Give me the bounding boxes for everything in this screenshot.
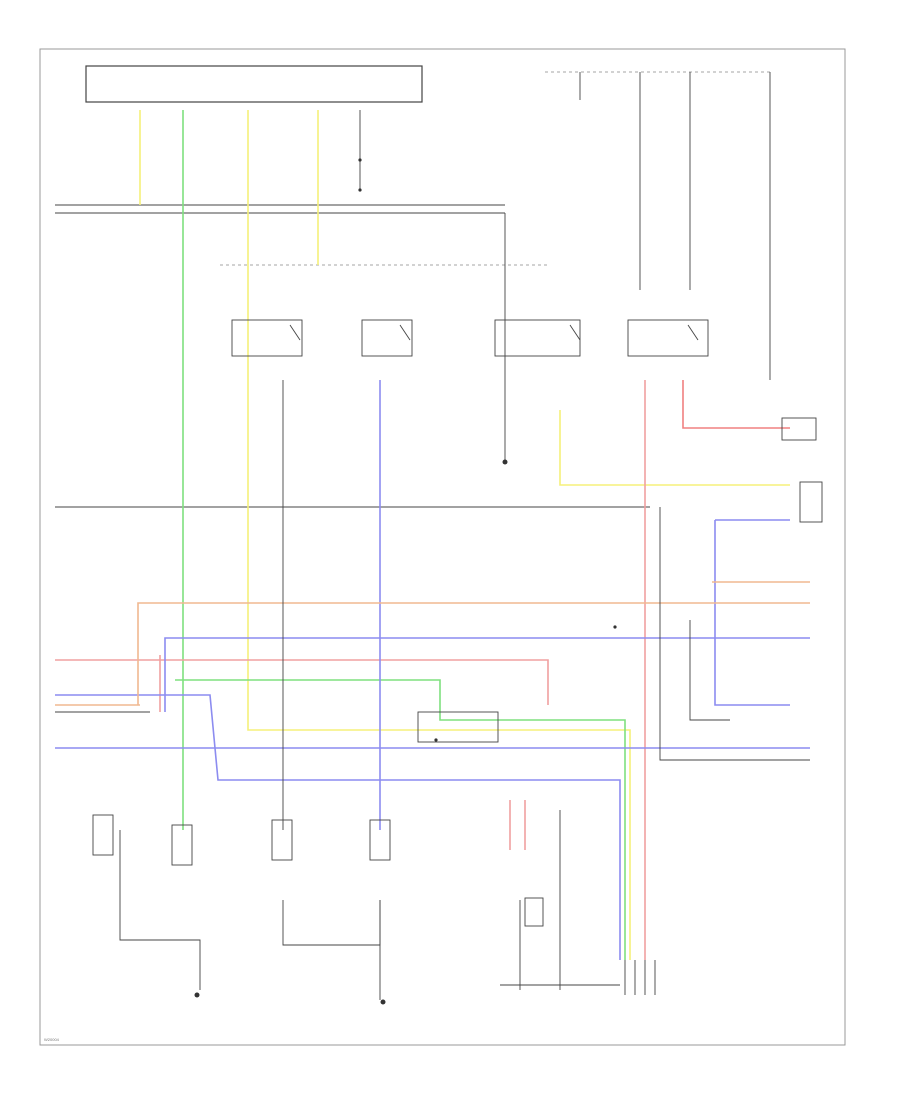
gray-wires xyxy=(55,110,810,1000)
splice-node xyxy=(358,158,617,742)
yellow-wires xyxy=(139,110,790,960)
figure-code: W20004 xyxy=(44,1037,60,1042)
red-wires xyxy=(55,380,790,960)
connector-symbol xyxy=(500,960,656,995)
diagram-frame xyxy=(39,48,846,1046)
control-module-box xyxy=(85,65,423,103)
power-feed-group xyxy=(545,71,771,380)
relay-switch-row xyxy=(231,319,709,357)
orange-wires xyxy=(55,581,810,706)
blue-wires xyxy=(55,380,810,960)
bus-lines xyxy=(55,204,650,508)
bottom-components xyxy=(92,417,823,927)
green-wires xyxy=(175,110,626,960)
ground-symbol xyxy=(194,459,508,1005)
